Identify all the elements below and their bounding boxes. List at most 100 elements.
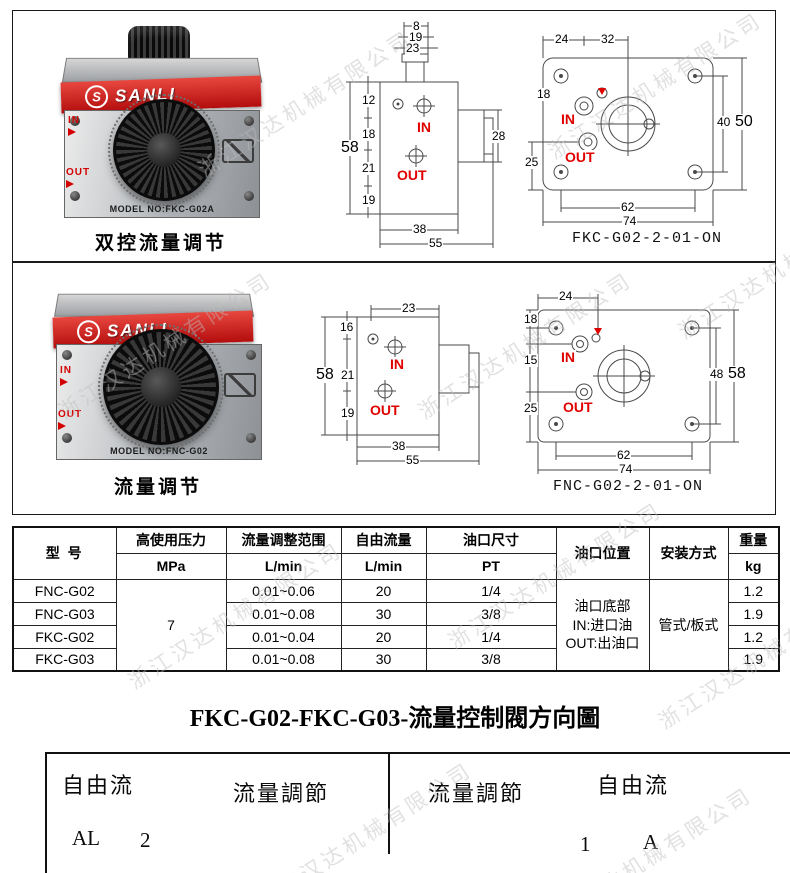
unit-weight: kg: [727, 552, 780, 580]
cell-model: FKC-G02: [12, 624, 117, 649]
photo-caption: 双控流量调节: [94, 233, 227, 254]
cell-port: 3/8: [425, 647, 557, 672]
flow-label-free-left: 自由流: [62, 773, 135, 798]
adjustment-dial: [108, 94, 220, 206]
sanli-logo-icon: S: [84, 84, 109, 109]
header-weight: 重量: [727, 526, 780, 554]
dim-label: 58: [340, 139, 360, 156]
cell-model: FNC-G03: [12, 601, 117, 626]
port-position-line: OUT:出油口: [565, 634, 640, 651]
flow-arrow-icon: [60, 378, 68, 386]
cell-free: 30: [340, 647, 427, 672]
cell-weight: 1.2: [727, 624, 780, 649]
photo-caption: 流量调节: [113, 477, 202, 498]
flow-arrow-icon: [68, 128, 76, 136]
header-free-flow: 自由流量: [340, 526, 427, 554]
dim-label: 8: [412, 19, 421, 33]
bolt-icon: [62, 350, 72, 360]
dim-label: 19: [408, 30, 424, 44]
port-label-out: OUT: [58, 409, 83, 420]
port-label-in: IN: [389, 356, 405, 372]
cell-weight: 1.2: [727, 578, 780, 603]
valve-photo-fnc-g02: S SANLI IN OUT MODEL NO:FNC-G02: [50, 288, 266, 468]
down-arrow-icon: [598, 88, 606, 95]
divider-line: [388, 754, 390, 854]
table-row: FNC-G02 7 0.01~0.06 20 1/4 油口底部 IN:进口油 O…: [12, 578, 780, 672]
dim-label: 18: [523, 312, 539, 326]
dim-label: 23: [401, 301, 417, 315]
cell-port: 1/4: [425, 624, 557, 649]
port-label-in: IN: [560, 349, 576, 365]
dim-label: 62: [620, 200, 636, 214]
flow-label-adjust-right: 流量調節: [428, 781, 525, 806]
dim-label: 25: [524, 155, 540, 169]
unit-port-size: PT: [425, 552, 557, 580]
cell-free: 20: [340, 578, 427, 603]
front-view-drawing-fkc: 24 32 18 25 40 50 62 74 IN OUT FKC-G02-2…: [518, 24, 776, 250]
dim-label: 23: [405, 41, 421, 55]
bolt-icon: [246, 433, 256, 443]
cell-free: 30: [340, 601, 427, 626]
dim-label: 62: [616, 448, 632, 462]
dim-label: 40: [716, 115, 732, 129]
dim-label: 38: [412, 222, 428, 236]
model-number: MODEL NO:FKC-G02A: [109, 204, 215, 214]
unit-pressure: MPa: [115, 552, 227, 580]
header-mounting: 安装方式: [648, 526, 729, 580]
dim-label: 12: [361, 93, 377, 107]
bolt-icon: [244, 191, 254, 201]
dim-label: 74: [622, 214, 638, 228]
dim-label: 21: [361, 161, 377, 175]
drawing-caption: FKC-G02-2-01-ON: [571, 230, 723, 247]
port-label-in: IN: [416, 119, 432, 135]
valve-photo-fkc-g02a: S SANLI IN OUT MODEL NO:FKC-G02A: [58, 26, 264, 224]
cell-range: 0.01~0.08: [225, 601, 342, 626]
port-mark-al: AL: [72, 826, 100, 850]
dim-label: 58: [315, 366, 335, 383]
valve-schematic-icon: [224, 373, 256, 397]
port-position-line: 油口底部: [574, 598, 631, 615]
direction-diagram-title: FKC-G02-FKC-G03-流量控制閥方向圖: [189, 706, 601, 732]
dim-label: 18: [361, 127, 377, 141]
valve-schematic-icon: [222, 139, 254, 163]
header-port-size: 油口尺寸: [425, 526, 557, 554]
port-position-line: IN:进口油: [572, 616, 633, 633]
side-view-drawing-fnc: 23 16 58 21 19 38 55 IN OUT: [305, 295, 505, 491]
cell-model: FKC-G03: [12, 647, 117, 672]
cell-model: FNC-G02: [12, 578, 117, 603]
side-view-drawing-fkc: 8 19 23 12 18 58 21 19 28 38 55 IN OUT: [338, 20, 516, 256]
dim-label: 15: [523, 353, 539, 367]
dim-label: 21: [340, 368, 356, 382]
unit-range: L/min: [225, 552, 342, 580]
flow-arrow-icon: [66, 180, 74, 188]
header-model: 型 号: [12, 526, 117, 580]
dim-label: 25: [523, 401, 539, 415]
flow-label-free-right: 自由流: [597, 773, 670, 798]
cell-mounting: 管式/板式: [648, 578, 729, 672]
dim-label: 55: [405, 453, 421, 467]
bolt-icon: [244, 116, 254, 126]
port-label-in: IN: [60, 365, 72, 376]
port-label-in: IN: [68, 115, 80, 126]
divider-line: [45, 752, 790, 754]
dim-label: 38: [391, 439, 407, 453]
spec-table: 型 号 高使用压力 流量调整范围 自由流量 油口尺寸 油口位置 安装方式 重量 …: [12, 526, 780, 672]
dim-label: 24: [554, 32, 570, 46]
port-label-out: OUT: [396, 167, 428, 183]
cell-range: 0.01~0.06: [225, 578, 342, 603]
bolt-icon: [62, 433, 72, 443]
dim-label: 18: [536, 87, 552, 101]
cell-port-position: 油口底部 IN:进口油 OUT:出油口: [555, 578, 650, 672]
cell-port: 3/8: [425, 601, 557, 626]
adjustment-knob: [98, 324, 224, 450]
valve-face: IN OUT MODEL NO:FKC-G02A: [64, 94, 260, 218]
cell-port: 1/4: [425, 578, 557, 603]
dim-label: 19: [340, 406, 356, 420]
front-view-drawing-fnc: 24 18 15 25 48 58 62 74 IN OUT FNC-G02-2…: [508, 286, 773, 498]
bolt-icon: [70, 116, 80, 126]
table-row: FKC-G03 0.01~0.08 30 3/8 1.9: [12, 647, 780, 672]
down-arrow-icon: [594, 328, 602, 335]
sanli-logo-icon: S: [76, 319, 101, 344]
header-pressure: 高使用压力: [115, 526, 227, 554]
